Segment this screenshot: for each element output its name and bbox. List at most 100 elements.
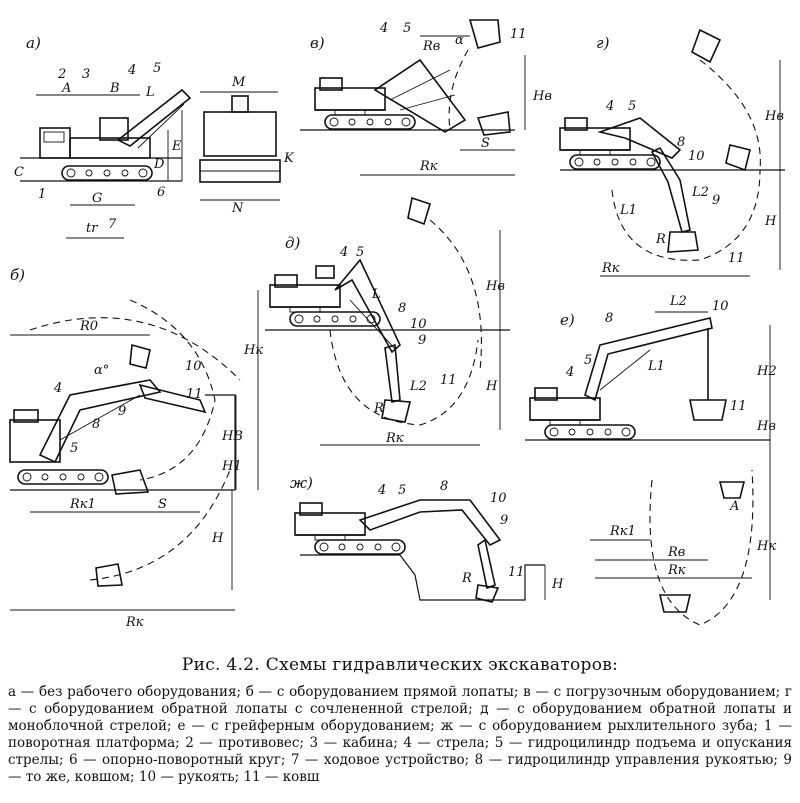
panel-d-label-L: L <box>371 287 381 302</box>
panel-d-label-10: 10 <box>410 317 427 332</box>
panel-b-label-11: 11 <box>186 387 203 402</box>
panel-e-label-10: 10 <box>712 299 729 314</box>
panel-a-label-4: 4 <box>127 63 136 78</box>
panel-e-label-4: 4 <box>565 365 574 380</box>
panel-a-label-B: B <box>109 81 120 96</box>
panel-b-label-9: 9 <box>118 404 126 419</box>
panel-b-label-8: 8 <box>92 417 100 432</box>
panel-a-label-6: 6 <box>157 185 165 200</box>
panel-e-label-Rk: Rк <box>667 563 686 578</box>
panel-a-label-L: L <box>145 85 155 100</box>
panel-a-label-5: 5 <box>153 61 161 76</box>
panel-a-label-M: M <box>231 75 246 90</box>
panel-b-label-H: H <box>211 531 224 546</box>
panel-e-label-11: 11 <box>730 399 747 414</box>
panel-g-label-11: 11 <box>728 251 745 266</box>
panel-b-label-H1: H1 <box>221 459 242 474</box>
panel-d-label-H: H <box>485 379 498 394</box>
panel-v-label-Rk: Rк <box>419 159 438 174</box>
panel-a-label-7: 7 <box>108 217 117 232</box>
panel-a-label-E: E <box>171 139 182 154</box>
panel-zh-label-4: 4 <box>377 483 386 498</box>
panel-d-label-4: 4 <box>339 245 348 260</box>
panel-v-label-Rv: Rв <box>422 39 440 54</box>
panel-d-label-L2: L2 <box>409 379 427 394</box>
panel-a-label-2: 2 <box>57 67 66 82</box>
panel-a-label-D: D <box>153 157 165 172</box>
panel-b-letter: б) <box>10 266 25 284</box>
panel-zh: ж) 4 5 8 10 9 R 11 H <box>290 474 564 603</box>
panel-e-letter: е) <box>560 311 575 329</box>
panel-d-letter: д) <box>285 234 301 252</box>
panel-zh-label-11: 11 <box>508 565 525 580</box>
panel-v-label-5: 5 <box>403 21 411 36</box>
panel-b-label-Rk1: Rк1 <box>69 497 96 512</box>
panel-a-label-1: 1 <box>38 187 46 202</box>
panel-g-label-L1: L1 <box>619 203 637 218</box>
panel-a-label-G: G <box>92 191 102 206</box>
panel-b-label-R0: R0 <box>79 319 98 334</box>
panel-a: а) A B 2 3 4 5 L C D E 1 G 7 6 tr M <box>14 34 295 239</box>
panel-g-letter: г) <box>596 34 610 52</box>
figure-caption: Рис. 4.2. Схемы гидравлических экскавато… <box>181 655 619 675</box>
panel-e-label-8: 8 <box>605 311 613 326</box>
panel-g-label-R: R <box>655 232 666 247</box>
panel-v-label-11: 11 <box>510 27 527 42</box>
panel-e-label-Rv: Rв <box>667 545 685 560</box>
panel-e-label-Hk: Hк <box>756 539 776 554</box>
panel-g: г) 4 5 8 10 L1 L2 9 R 11 Rк Hв H <box>559 28 785 277</box>
panel-a-letter: а) <box>26 34 41 52</box>
panel-a-label-N: N <box>231 201 244 216</box>
panel-e-label-A: A <box>729 499 739 514</box>
panel-d-label-5: 5 <box>356 245 364 260</box>
panel-b-label-alpha: α° <box>94 363 109 378</box>
panel-e-label-H2: H2 <box>756 364 777 379</box>
excavator-schemes-drawing: а) A B 2 3 4 5 L C D E 1 G 7 6 tr M <box>9 19 785 630</box>
panel-zh-label-R: R <box>461 571 472 586</box>
panel-b-label-Rk: Rк <box>125 615 144 630</box>
panel-e-label-Rk1: Rк1 <box>609 524 636 539</box>
panel-b-label-4: 4 <box>53 381 62 396</box>
panel-g-label-H: H <box>764 214 777 229</box>
panel-zh-label-5: 5 <box>398 483 406 498</box>
panel-b: б) R0 α° Hк 4 10 11 8 9 5 Rк1 S HB H1 H <box>9 266 263 630</box>
panel-v-letter: в) <box>310 34 325 52</box>
panel-g-label-5: 5 <box>628 99 636 114</box>
panel-g-label-Rk: Rк <box>601 261 620 276</box>
panel-b-label-10: 10 <box>185 359 202 374</box>
panel-e-label-L2: L2 <box>669 294 687 309</box>
figure-legend: а — без рабочего оборудования; б — с обо… <box>8 684 792 785</box>
panel-d-label-9: 9 <box>418 333 426 348</box>
panel-zh-label-H: H <box>551 577 564 592</box>
panel-b-label-HB: HB <box>221 429 243 444</box>
panel-v-label-S: S <box>481 136 490 151</box>
panel-g-label-9: 9 <box>712 193 720 208</box>
panel-g-label-Hv: Hв <box>764 109 784 124</box>
panel-v-label-alpha: α <box>455 33 464 48</box>
panel-b-label-S: S <box>158 497 167 512</box>
panel-e-label-5: 5 <box>584 353 592 368</box>
panel-g-label-L2: L2 <box>691 185 709 200</box>
panel-d-label-Rk: Rк <box>385 431 404 446</box>
panel-b-label-Hk: Hк <box>243 343 263 358</box>
panel-d-label-Hv: Hв <box>485 279 505 294</box>
panel-d-label-11: 11 <box>440 373 457 388</box>
panel-a-label-3: 3 <box>82 67 90 82</box>
panel-g-label-8: 8 <box>677 135 685 150</box>
panel-v-label-Hv: Hв <box>532 89 552 104</box>
panel-d: д) 4 5 L 8 10 9 L2 R 11 Rк Hв H <box>265 196 510 446</box>
panel-a-label-K: K <box>283 151 295 166</box>
panel-v: в) 4 5 Rв α 11 Hв S Rк <box>300 19 552 176</box>
panel-e-label-Hv: Hв <box>756 419 776 434</box>
panel-v-label-4: 4 <box>379 21 388 36</box>
panel-e: е) 8 L2 10 5 4 L1 11 H2 Hв A Rк1 Rв Rк H… <box>525 294 777 626</box>
panel-zh-label-9: 9 <box>500 513 508 528</box>
panel-d-label-8: 8 <box>398 301 406 316</box>
panel-a-label-C: C <box>14 165 24 180</box>
panel-a-label-A: A <box>61 81 71 96</box>
panel-zh-letter: ж) <box>290 474 313 492</box>
panel-d-label-R: R <box>373 401 384 416</box>
panel-g-label-10: 10 <box>688 149 705 164</box>
panel-a-label-tr: tr <box>86 221 98 236</box>
panel-g-label-4: 4 <box>605 99 614 114</box>
